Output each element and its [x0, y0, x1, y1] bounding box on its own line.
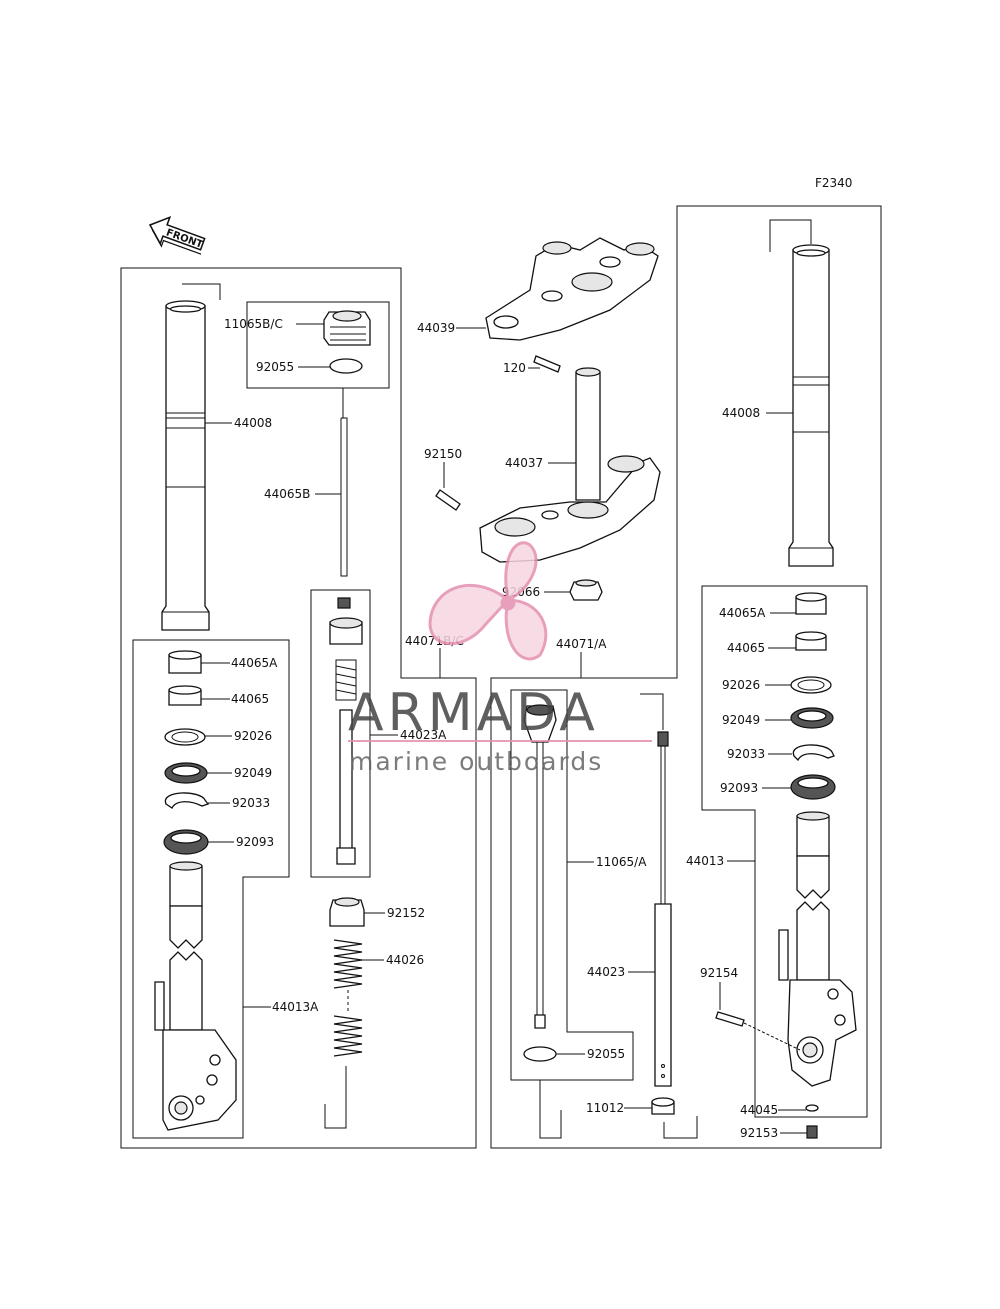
washer-44045: [805, 1104, 819, 1112]
inner-tube-right: [778, 811, 857, 1087]
label-44045: 44045: [740, 1103, 778, 1117]
bolt-92154: [715, 1011, 745, 1027]
nut-92152: [329, 897, 365, 927]
label-44065a-left: 44065A: [231, 656, 278, 670]
cap-rod-box-right: [510, 689, 634, 1081]
rod-44065b: [340, 388, 348, 577]
label-92093-left: 92093: [236, 835, 274, 849]
o-ring-left: [329, 358, 363, 374]
label-44008-right: 44008: [722, 406, 760, 420]
label-92049-left: 92049: [234, 766, 272, 780]
label-92026-left: 92026: [234, 729, 272, 743]
dust-seal-92093-left: [163, 829, 209, 855]
label-11065bc: 11065B/C: [224, 317, 283, 331]
nut-92066: [569, 579, 603, 601]
watermark-brand: ARMADA: [348, 683, 599, 743]
seal-92049-left: [164, 762, 208, 784]
label-44008-left: 44008: [234, 416, 272, 430]
label-44023a: 44023A: [400, 728, 447, 742]
washer-92026-left: [164, 728, 206, 746]
inner-tube-left: [154, 861, 237, 1131]
label-11012: 11012: [586, 1101, 624, 1115]
label-44071a: 44071/A: [556, 637, 607, 651]
label-44065-right: 44065: [727, 641, 765, 655]
damper-box-left: [310, 589, 371, 878]
bush-44065-left: [168, 685, 202, 706]
label-92152: 92152: [387, 906, 425, 920]
front-arrow-icon: FRONT: [148, 216, 206, 255]
o-ring-mid: [523, 1046, 557, 1062]
label-44065a-right: 44065A: [719, 606, 766, 620]
armada-watermark-logo: ARMADA marine outboards: [348, 541, 652, 776]
label-92150: 92150: [424, 447, 462, 461]
label-44026: 44026: [386, 953, 424, 967]
left-cap-box: [246, 301, 390, 389]
outer-tube-right: [769, 219, 834, 567]
figure-id: F2340: [815, 176, 852, 190]
damper-44023: [640, 693, 672, 1087]
label-92026-right: 92026: [722, 678, 760, 692]
damper-cartridge-left: [329, 597, 363, 865]
clip-92033-right: [792, 744, 835, 762]
bush-44065a-right: [795, 592, 827, 615]
dust-seal-92093-right: [790, 774, 836, 800]
label-44037: 44037: [505, 456, 543, 470]
label-92049-right: 92049: [722, 713, 760, 727]
outer-tube-left: [161, 283, 221, 631]
fork-cap-rod-right: [523, 704, 557, 1029]
label-44065-left: 44065: [231, 692, 269, 706]
bush-44065a-left: [168, 650, 202, 674]
label-92154: 92154: [700, 966, 738, 980]
seal-92049-right: [790, 707, 834, 729]
bolt-92153: [806, 1125, 818, 1139]
label-92033-left: 92033: [232, 796, 270, 810]
stem-44037: [479, 367, 661, 563]
label-92153: 92153: [740, 1126, 778, 1140]
label-92033-right: 92033: [727, 747, 765, 761]
label-92055-mid: 92055: [587, 1047, 625, 1061]
label-11065a: 11065/A: [596, 855, 647, 869]
bolt-120: [533, 355, 561, 373]
left-seal-kit-box: [132, 639, 290, 1139]
spacer-11012: [651, 1097, 675, 1115]
upper-bracket-44039: [485, 237, 659, 341]
label-44039: 44039: [417, 321, 455, 335]
fork-cap-left: [323, 310, 371, 346]
label-44065b: 44065B: [264, 487, 310, 501]
right-assembly-frame: [490, 205, 882, 1149]
label-44013: 44013: [686, 854, 724, 868]
washer-92026-right: [790, 676, 832, 694]
watermark-tagline: marine outboards: [349, 747, 603, 776]
right-seal-kit-box: [701, 585, 868, 1118]
label-92055-left: 92055: [256, 360, 294, 374]
left-assembly-frame: [120, 267, 477, 1149]
label-44023: 44023: [587, 965, 625, 979]
spring-44026: [333, 939, 363, 1057]
propeller-icon: [428, 541, 548, 661]
bolt-92150: [435, 489, 461, 511]
clip-92033-left: [164, 792, 210, 809]
label-92093-right: 92093: [720, 781, 758, 795]
bush-44065-right: [795, 631, 827, 651]
label-44013a: 44013A: [272, 1000, 319, 1014]
label-120: 120: [503, 361, 526, 375]
